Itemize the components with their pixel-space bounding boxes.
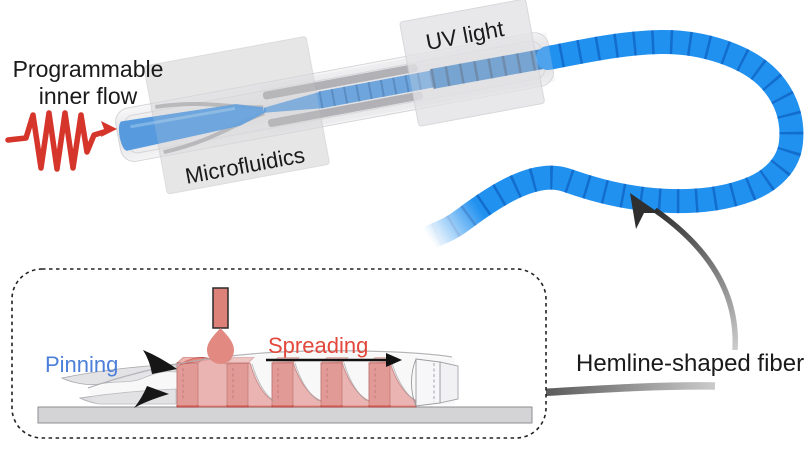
inner-flow-highlight xyxy=(130,106,236,129)
fiber-pointer-head xyxy=(630,193,659,229)
fiber-taper xyxy=(264,91,322,113)
curved-arrow-icon-to-fiber xyxy=(630,193,738,351)
spring-arrowhead xyxy=(101,121,117,137)
band-face xyxy=(176,362,199,408)
tube-veil xyxy=(143,32,556,195)
arrowhead-icon-pinning-top xyxy=(143,350,177,374)
tube-open-end xyxy=(411,358,459,407)
liquid-band-2 xyxy=(225,357,256,408)
capillary-wall-bottom xyxy=(268,91,423,128)
open-end-mouth xyxy=(411,358,417,407)
band-face xyxy=(320,362,343,408)
uv-veil xyxy=(399,0,545,127)
substrate xyxy=(37,406,533,424)
inset-tube-scallop-4 xyxy=(391,362,415,401)
label-programmable-line2: inner flow xyxy=(39,83,138,109)
open-end-inner xyxy=(415,358,441,407)
open-end-outer xyxy=(439,361,459,404)
inset-tube-scallop-2 xyxy=(294,362,320,402)
band-face xyxy=(226,362,249,408)
band-face xyxy=(271,362,294,408)
fiber-tail-upper-flap xyxy=(60,363,177,386)
spring-wave-arrow-icon xyxy=(5,110,117,172)
liquid-band-1 xyxy=(175,357,206,408)
spreading-arrow-head xyxy=(386,353,402,367)
droplet xyxy=(207,328,234,364)
band-face xyxy=(368,362,391,408)
inset-tube-body xyxy=(88,352,455,405)
inset-tube-top-outline xyxy=(87,350,453,389)
label-programmable-line1: Programmable xyxy=(13,56,164,82)
capillary-wall-top xyxy=(262,64,418,100)
nozzle xyxy=(212,287,229,329)
spring-wave-path xyxy=(5,110,107,172)
label-hemline-fiber: Hemline-shaped fiber xyxy=(576,350,804,377)
fiber-loop xyxy=(421,29,804,248)
label-spreading: Spreading xyxy=(268,333,368,358)
label-pinning: Pinning xyxy=(45,352,118,377)
fiber-end-fade xyxy=(416,193,495,253)
fiber-uv-segments xyxy=(430,48,550,89)
inner-flow-stream xyxy=(119,104,265,151)
inset-tube-scallop-1 xyxy=(251,363,275,402)
inset-tube-scallop-3 xyxy=(343,362,368,402)
arrowhead-icon-pinning-bottom xyxy=(134,386,169,408)
fiber-pointer-shaft xyxy=(653,207,738,351)
arrow-right-icon-spreading xyxy=(266,353,402,367)
fiber-pre-uv xyxy=(318,70,434,109)
